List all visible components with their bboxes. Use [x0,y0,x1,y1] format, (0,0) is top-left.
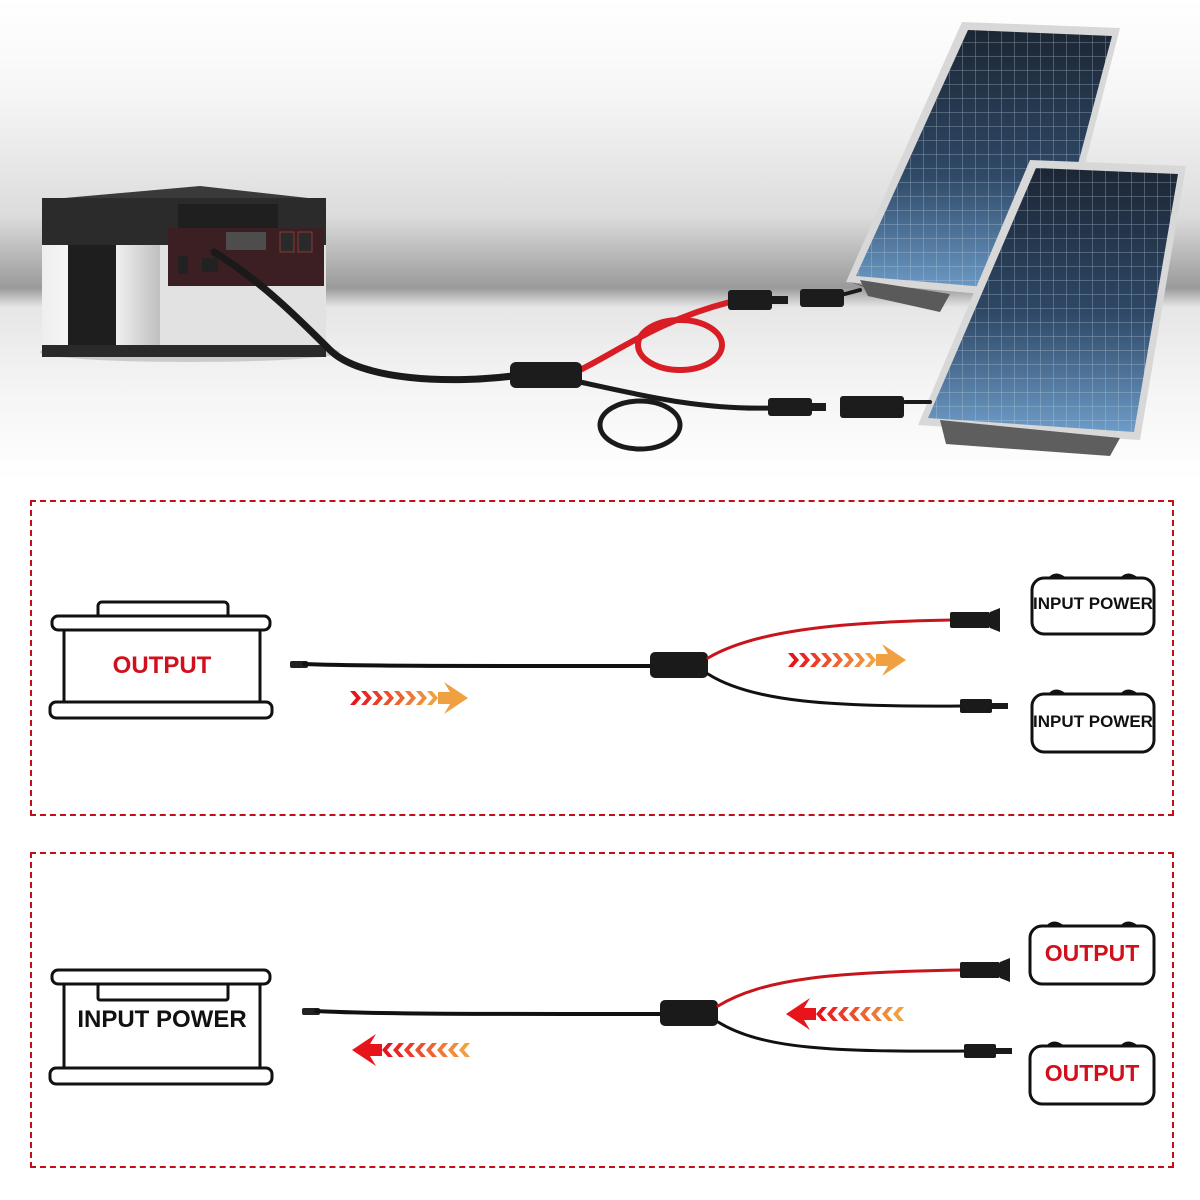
female-mc4-connector-icon [960,958,1010,982]
combine-diagram-panel: INPUT POWER OUTPUT OUTPUT [30,852,1174,1168]
target-label-1: INPUT POWER [1033,594,1153,613]
flow-arrow-main [352,1034,470,1066]
hero-y-branch-connector-icon [510,362,582,388]
female-mc4-connector-icon [950,608,1000,632]
source-label-2: OUTPUT [1044,1060,1140,1086]
chevron [427,691,438,705]
chevron [393,1043,404,1057]
hero-photo [0,0,1200,480]
male-mc4-connector-icon [964,1044,1012,1058]
chevron [854,653,865,667]
combine-diagram [48,921,1156,1106]
main-cable [302,1008,664,1016]
chevron [865,653,876,667]
flow-arrow-main [350,682,468,714]
arrow-head [352,1034,382,1066]
target-label-2: INPUT POWER [1033,712,1153,731]
chevron [843,653,854,667]
hero-scene [40,22,1186,456]
branch-wires [716,968,969,1053]
chevron [893,1007,904,1021]
chevron [816,1007,827,1021]
male-mc4-connector-icon [960,699,1008,713]
chevron [882,1007,893,1021]
arrow-head [438,682,468,714]
target-battery-icon [48,968,274,1086]
chevron [810,653,821,667]
target-battery-icon-2 [1030,689,1156,754]
source-battery-icon-2 [1028,1041,1156,1106]
chevron [372,691,383,705]
chevron [459,1043,470,1057]
target-battery-icon-1 [1030,573,1156,636]
split-diagram-panel: OUTPUT INPUT POWER INPUT POWER [30,500,1174,816]
chevron [437,1043,448,1057]
chevron [871,1007,882,1021]
chevron [788,653,799,667]
power-station-icon [40,186,340,362]
arrow-head [786,998,816,1030]
chevron [799,653,810,667]
chevron [832,653,843,667]
hero-mc4-connectors-icon [728,289,904,418]
chevron [382,1043,393,1057]
chevron [405,691,416,705]
source-label: OUTPUT [112,652,212,679]
chevron [838,1007,849,1021]
chevron [361,691,372,705]
flow-arrow-branch [788,644,906,676]
y-branch-connector-icon [650,652,708,678]
arrow-head [876,644,906,676]
chevron [394,691,405,705]
split-diagram [48,573,1156,754]
y-branch-connector-icon [660,1000,718,1026]
main-cable [290,661,654,668]
chevron [821,653,832,667]
chevron [860,1007,871,1021]
branch-wires [706,618,964,708]
source-battery-icon-1 [1028,921,1156,986]
chevron [426,1043,437,1057]
chevron [849,1007,860,1021]
chevron [415,1043,426,1057]
chevron [404,1043,415,1057]
chevron [383,691,394,705]
solar-panel-front-icon [918,160,1186,456]
chevron [416,691,427,705]
chevron [448,1043,459,1057]
target-label: INPUT POWER [77,1006,247,1033]
source-battery-icon [48,600,274,720]
chevron [827,1007,838,1021]
flow-arrow-branch [786,998,904,1030]
source-label-1: OUTPUT [1044,940,1140,966]
hero-y-cable [210,248,932,452]
chevron [350,691,361,705]
